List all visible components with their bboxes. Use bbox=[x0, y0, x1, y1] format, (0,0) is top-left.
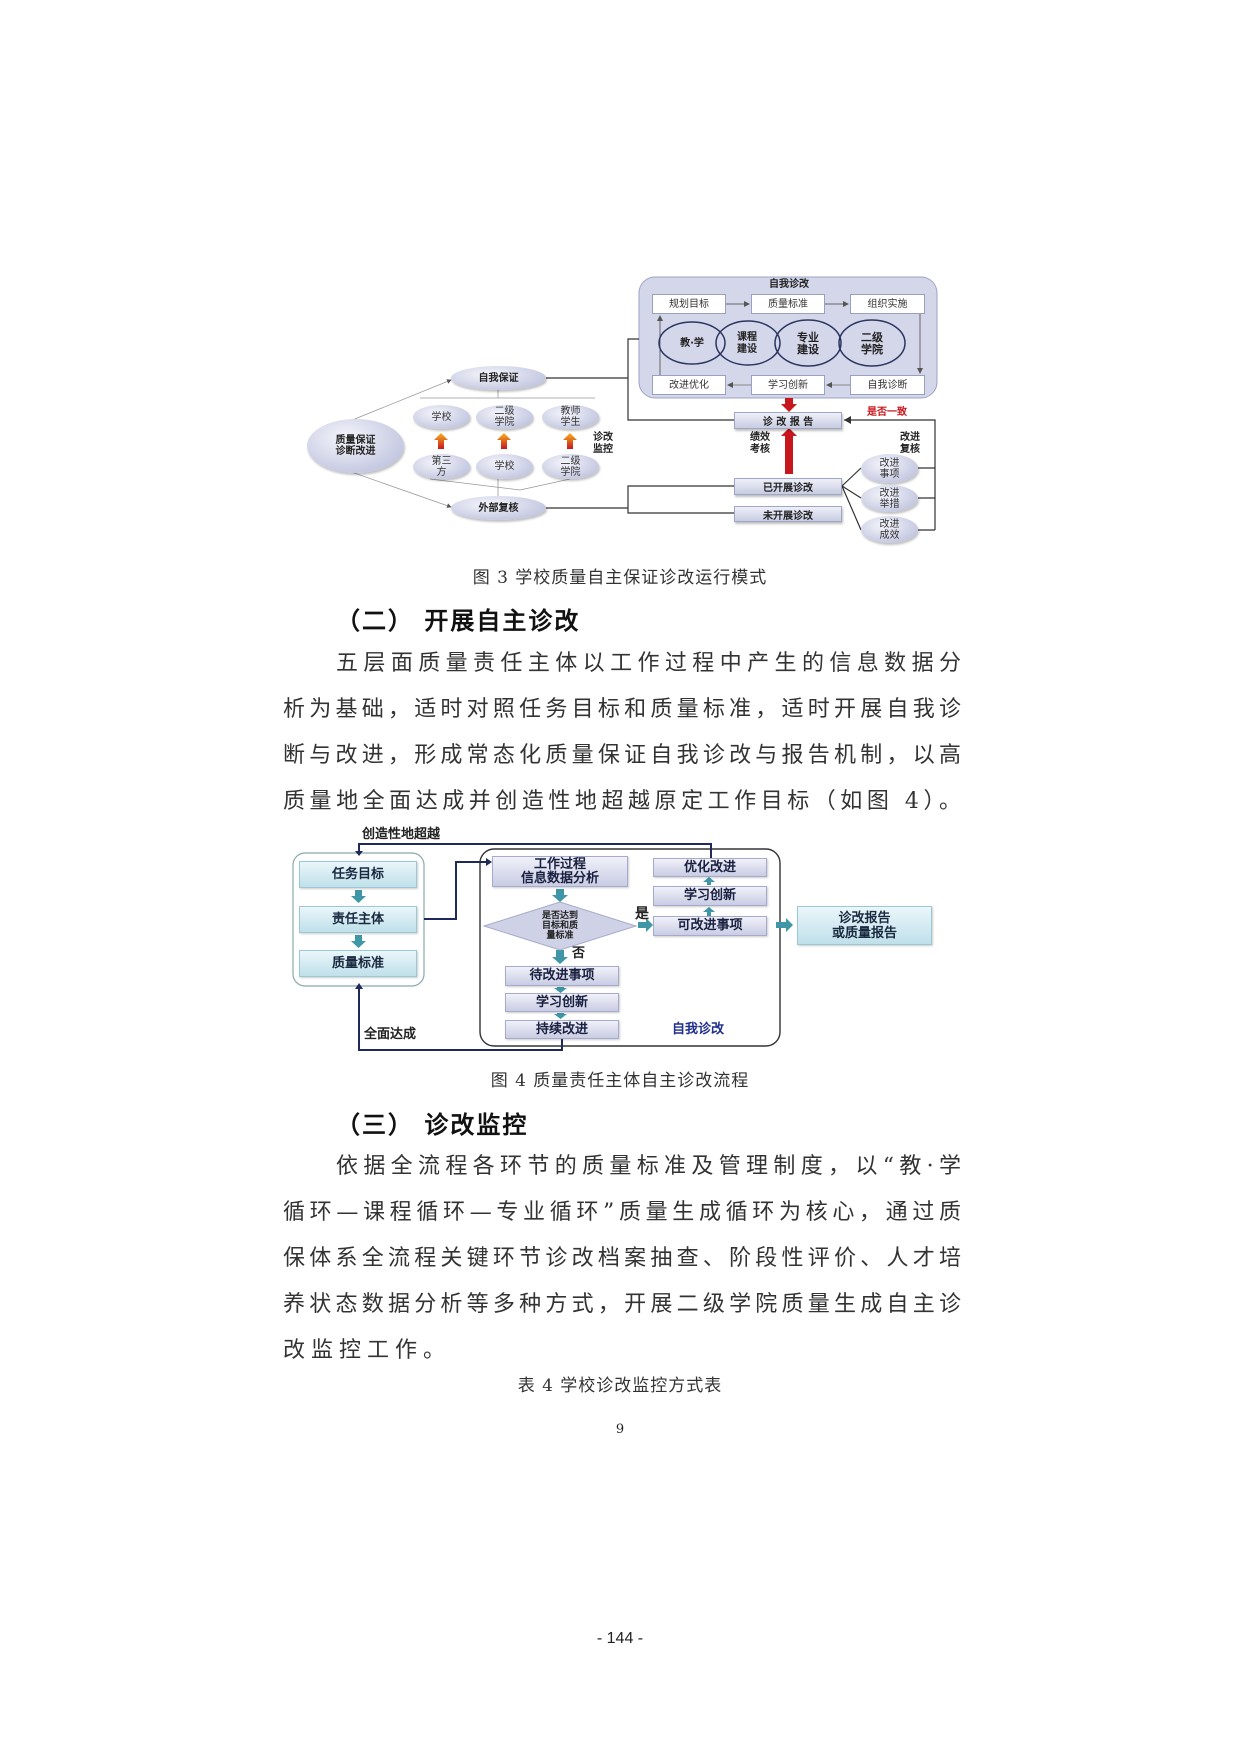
upper-ellipse: 教师 学生 bbox=[542, 405, 599, 429]
box-quality-standard: 质量标准 bbox=[299, 950, 417, 977]
decision-diamond-label: 是否达到 目标和质 量标准 bbox=[541, 911, 578, 941]
review-item: 改进 事项 bbox=[861, 454, 918, 483]
monitor-label: 诊改 监控 bbox=[593, 432, 613, 455]
paragraph-line: 质量地全面达成并创造性地超越原定工作目标（如图 4）。 bbox=[283, 789, 961, 814]
box-learn-innovate-2: 学习创新 bbox=[653, 886, 767, 906]
done-box: 已开展诊改 bbox=[734, 478, 842, 495]
review-label: 改进 复核 bbox=[900, 432, 920, 455]
box-plan-goal: 规划目标 bbox=[652, 294, 726, 314]
box-task-goal: 任务目标 bbox=[299, 861, 417, 888]
figure-3-caption: 图 3 学校质量自主保证诊改运行模式 bbox=[472, 568, 768, 588]
no-label: 否 bbox=[572, 946, 586, 961]
paragraph-line: 保体系全流程关键环节诊改档案抽查、阶段性评价、人才培 bbox=[283, 1246, 961, 1271]
figure-3-connectors bbox=[339, 276, 938, 531]
not-done-box: 未开展诊改 bbox=[734, 506, 842, 522]
loop-teaching: 教·学 bbox=[680, 338, 704, 349]
paragraph-line: 改监控工作。 bbox=[283, 1338, 452, 1363]
review-item: 改进 举措 bbox=[861, 485, 918, 512]
table-4-caption: 表 4 学校诊改监控方式表 bbox=[517, 1376, 723, 1396]
paragraph-line: 析为基础，适时对照任务目标和质量标准，适时开展自我诊 bbox=[283, 697, 961, 722]
page-number: - 144 - bbox=[596, 1630, 644, 1647]
self-diagnosis-label: 自我诊改 bbox=[672, 1022, 725, 1037]
lower-ellipse: 学校 bbox=[476, 454, 533, 479]
box-improve-optimize: 改进优化 bbox=[652, 375, 726, 395]
box-optimize: 优化改进 bbox=[653, 858, 767, 877]
paragraph-line: 循环—课程循环—专业循环”质量生成循环为核心，通过质 bbox=[283, 1200, 961, 1225]
box-implement: 组织实施 bbox=[850, 294, 925, 314]
lower-ellipse: 二级 学院 bbox=[542, 454, 599, 479]
box-improvable-items: 可改进事项 bbox=[653, 916, 767, 936]
box-learn-innovate: 学习创新 bbox=[505, 993, 619, 1012]
figure-4-caption: 图 4 质量责任主体自主诊改流程 bbox=[490, 1071, 750, 1091]
loop-major: 专业 建设 bbox=[797, 331, 819, 356]
exceed-label: 创造性地超越 bbox=[362, 827, 441, 842]
paragraph-line: 断与改进，形成常态化质量保证自我诊改与报告机制，以高 bbox=[283, 743, 961, 768]
paragraph-line: 五层面质量责任主体以工作过程中产生的信息数据分 bbox=[336, 651, 961, 676]
box-learn-innovate: 学习创新 bbox=[751, 375, 825, 395]
box-continuous-improve: 持续改进 bbox=[505, 1020, 619, 1039]
review-item: 改进 成效 bbox=[861, 516, 918, 543]
achieve-label: 全面达成 bbox=[364, 1027, 417, 1042]
box-pending-items: 待改进事项 bbox=[505, 966, 619, 986]
performance-label: 绩效 考核 bbox=[750, 432, 770, 455]
root-ellipse: 质量保证 诊断改进 bbox=[307, 419, 404, 473]
loop-course: 课程 建设 bbox=[737, 332, 757, 355]
box-data-analysis: 工作过程 信息数据分析 bbox=[492, 856, 628, 887]
report-box: 诊 改 报 告 bbox=[734, 412, 842, 429]
yes-label: 是 bbox=[635, 906, 649, 922]
loop-college: 二级 学院 bbox=[861, 331, 883, 356]
self-assure-ellipse: 自我保证 bbox=[451, 366, 546, 390]
box-quality-standard: 质量标准 bbox=[751, 294, 825, 314]
paragraph-line: 依据全流程各环节的质量标准及管理制度，以“教·学 bbox=[336, 1154, 961, 1179]
lower-ellipse: 第三 方 bbox=[413, 454, 470, 479]
loop-box-title: 自我诊改 bbox=[769, 279, 809, 290]
box-self-diagnose: 自我诊断 bbox=[850, 375, 925, 395]
section-3-heading: （三） 诊改监控 bbox=[336, 1111, 529, 1139]
upper-ellipse: 二级 学院 bbox=[476, 405, 533, 429]
section-2-heading: （二） 开展自主诊改 bbox=[336, 607, 581, 635]
external-review-ellipse: 外部复核 bbox=[451, 496, 546, 520]
box-responsible-subject: 责任主体 bbox=[299, 906, 417, 933]
consistency-label: 是否一致 bbox=[867, 407, 907, 418]
paragraph-line: 养状态数据分析等多种方式，开展二级学院质量生成自主诊 bbox=[283, 1292, 961, 1317]
inner-page-number: 9 bbox=[615, 1422, 625, 1437]
box-report: 诊改报告 或质量报告 bbox=[797, 906, 932, 945]
upper-ellipse: 学校 bbox=[413, 405, 470, 429]
